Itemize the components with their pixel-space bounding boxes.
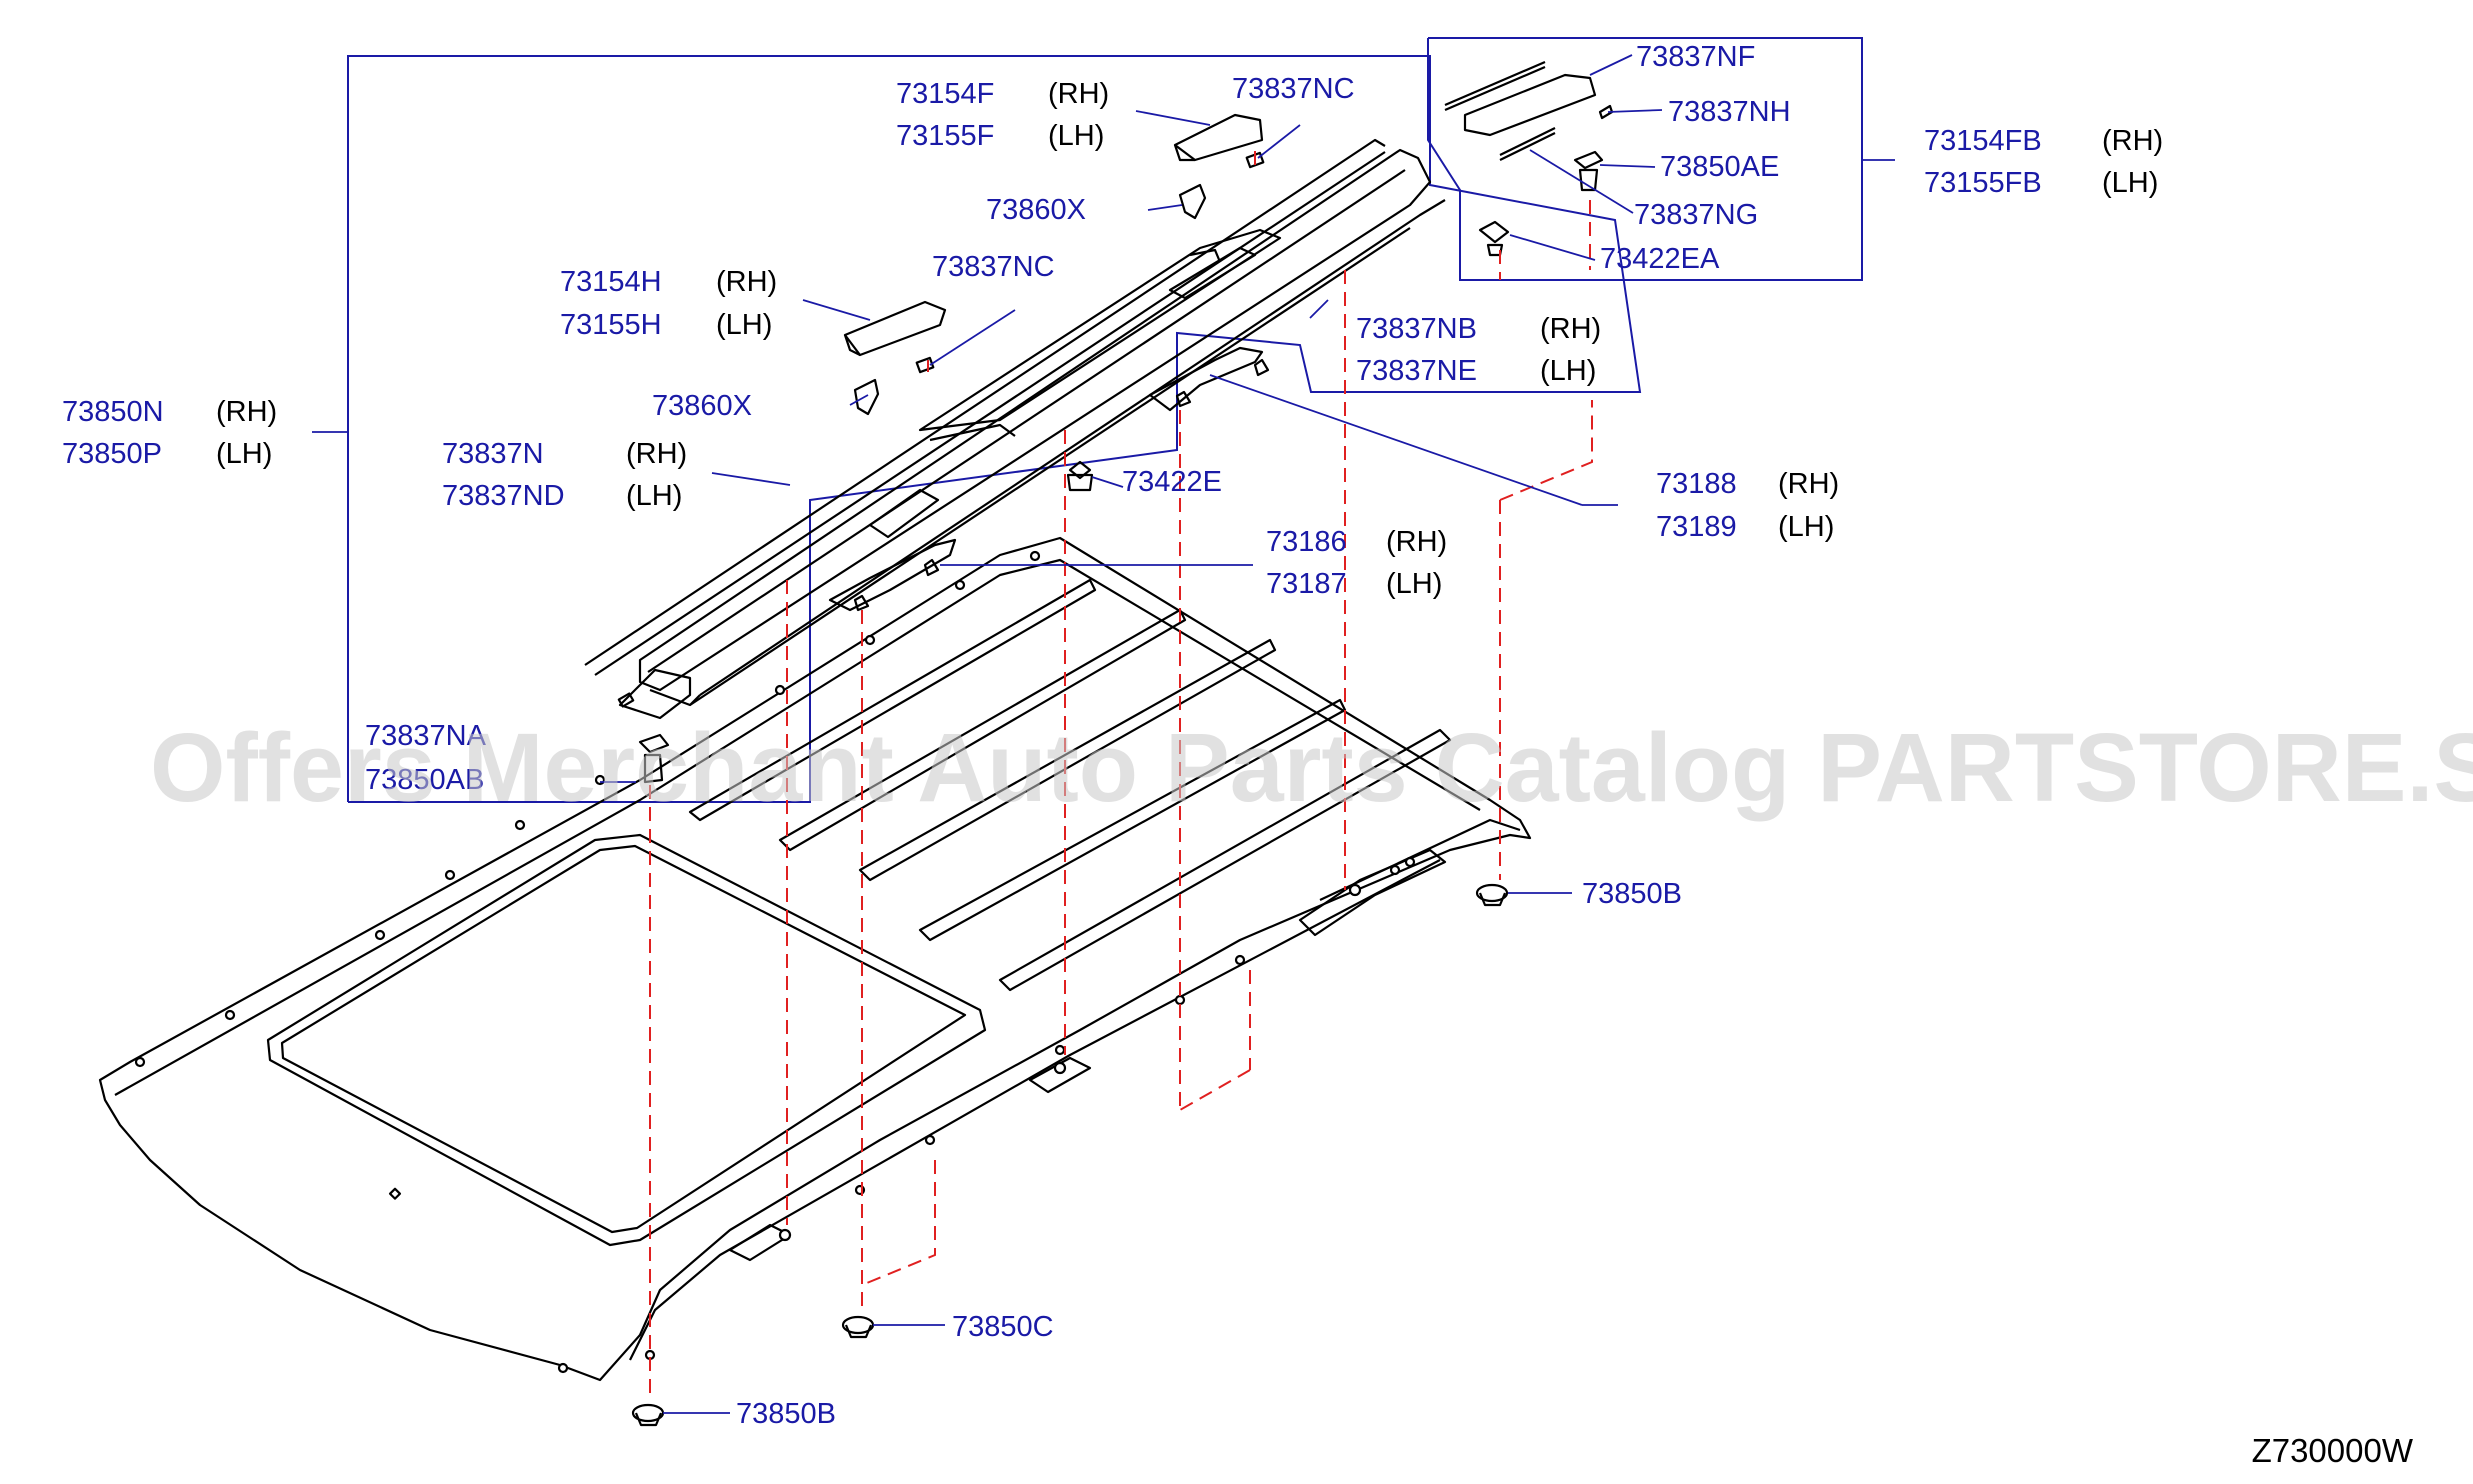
leader-lines [312,54,1895,1414]
label-73189: 73189 [1656,511,1737,543]
label-73154FB: 73154FB [1924,125,2042,157]
alignment-lines [649,148,1593,1395]
side-73850P: (LH) [216,438,273,470]
cover-73154FB [1463,73,1597,137]
frame-73850N [347,55,1642,803]
bracket-73188 [1148,346,1264,412]
label-73154H: 73154H [560,266,662,298]
label-73422E: 73422E [1122,466,1222,498]
cover-73154H [843,300,947,357]
side-73186: (RH) [1386,526,1448,558]
side-73188: (RH) [1778,468,1840,500]
label-73837ND: 73837ND [442,480,565,512]
label-73850B-front: 73850B [736,1398,836,1430]
cover-73154F [1173,113,1264,162]
label-73837NF: 73837NF [1636,41,1756,73]
label-73837NH: 73837NH [1668,96,1791,128]
side-73155F: (LH) [1048,120,1105,152]
label-73850AE: 73850AE [1660,151,1780,183]
side-73850N: (RH) [216,396,278,428]
side-73189: (LH) [1778,511,1835,543]
side-73837N: (RH) [626,438,688,470]
label-73422EA: 73422EA [1600,243,1720,275]
side-73187: (LH) [1386,568,1443,600]
label-73850P: 73850P [62,438,162,470]
side-73155FB: (LH) [2102,167,2159,199]
label-73188: 73188 [1656,468,1737,500]
sunroof-opening [266,833,987,1247]
label-73837NG: 73837NG [1634,199,1759,231]
group-frames [347,37,1863,803]
label-73155H: 73155H [560,309,662,341]
side-73837NE: (LH) [1540,355,1597,387]
label-73155F: 73155F [896,120,995,152]
side-73155H: (LH) [716,309,773,341]
label-73837N: 73837N [442,438,544,470]
label-73154F: 73154F [896,78,995,110]
diagram-code: Z730000W [2251,1432,2413,1469]
label-73186: 73186 [1266,526,1347,558]
rail-main [638,148,1432,692]
frame-73154FB [1427,37,1863,281]
label-73837NB: 73837NB [1356,313,1477,345]
side-73154H: (RH) [716,266,778,298]
roof-rails [584,60,1614,1427]
label-73850C: 73850C [952,1311,1054,1343]
side-73837NB: (RH) [1540,313,1602,345]
label-73187: 73187 [1266,568,1347,600]
label-73850N: 73850N [62,396,164,428]
watermark: Offers Merchant Auto Parts Catalog PARTS… [150,713,2473,822]
label-73837NE: 73837NE [1356,355,1477,387]
label-73837NA: 73837NA [365,720,486,752]
roof-panel [98,536,1532,1382]
grommet-73850B-rear [1475,883,1509,903]
label-73837NC-mid: 73837NC [932,251,1055,283]
label-73850B-rear: 73850B [1582,878,1682,910]
label-73860X-mid: 73860X [652,390,752,422]
side-73837ND: (LH) [626,480,683,512]
side-73154F: (RH) [1048,78,1110,110]
label-73860X-top: 73860X [986,194,1086,226]
label-73837NC-top: 73837NC [1232,73,1355,105]
label-73850AB: 73850AB [365,764,485,796]
side-73154FB: (RH) [2102,125,2164,157]
label-73155FB: 73155FB [1924,167,2042,199]
